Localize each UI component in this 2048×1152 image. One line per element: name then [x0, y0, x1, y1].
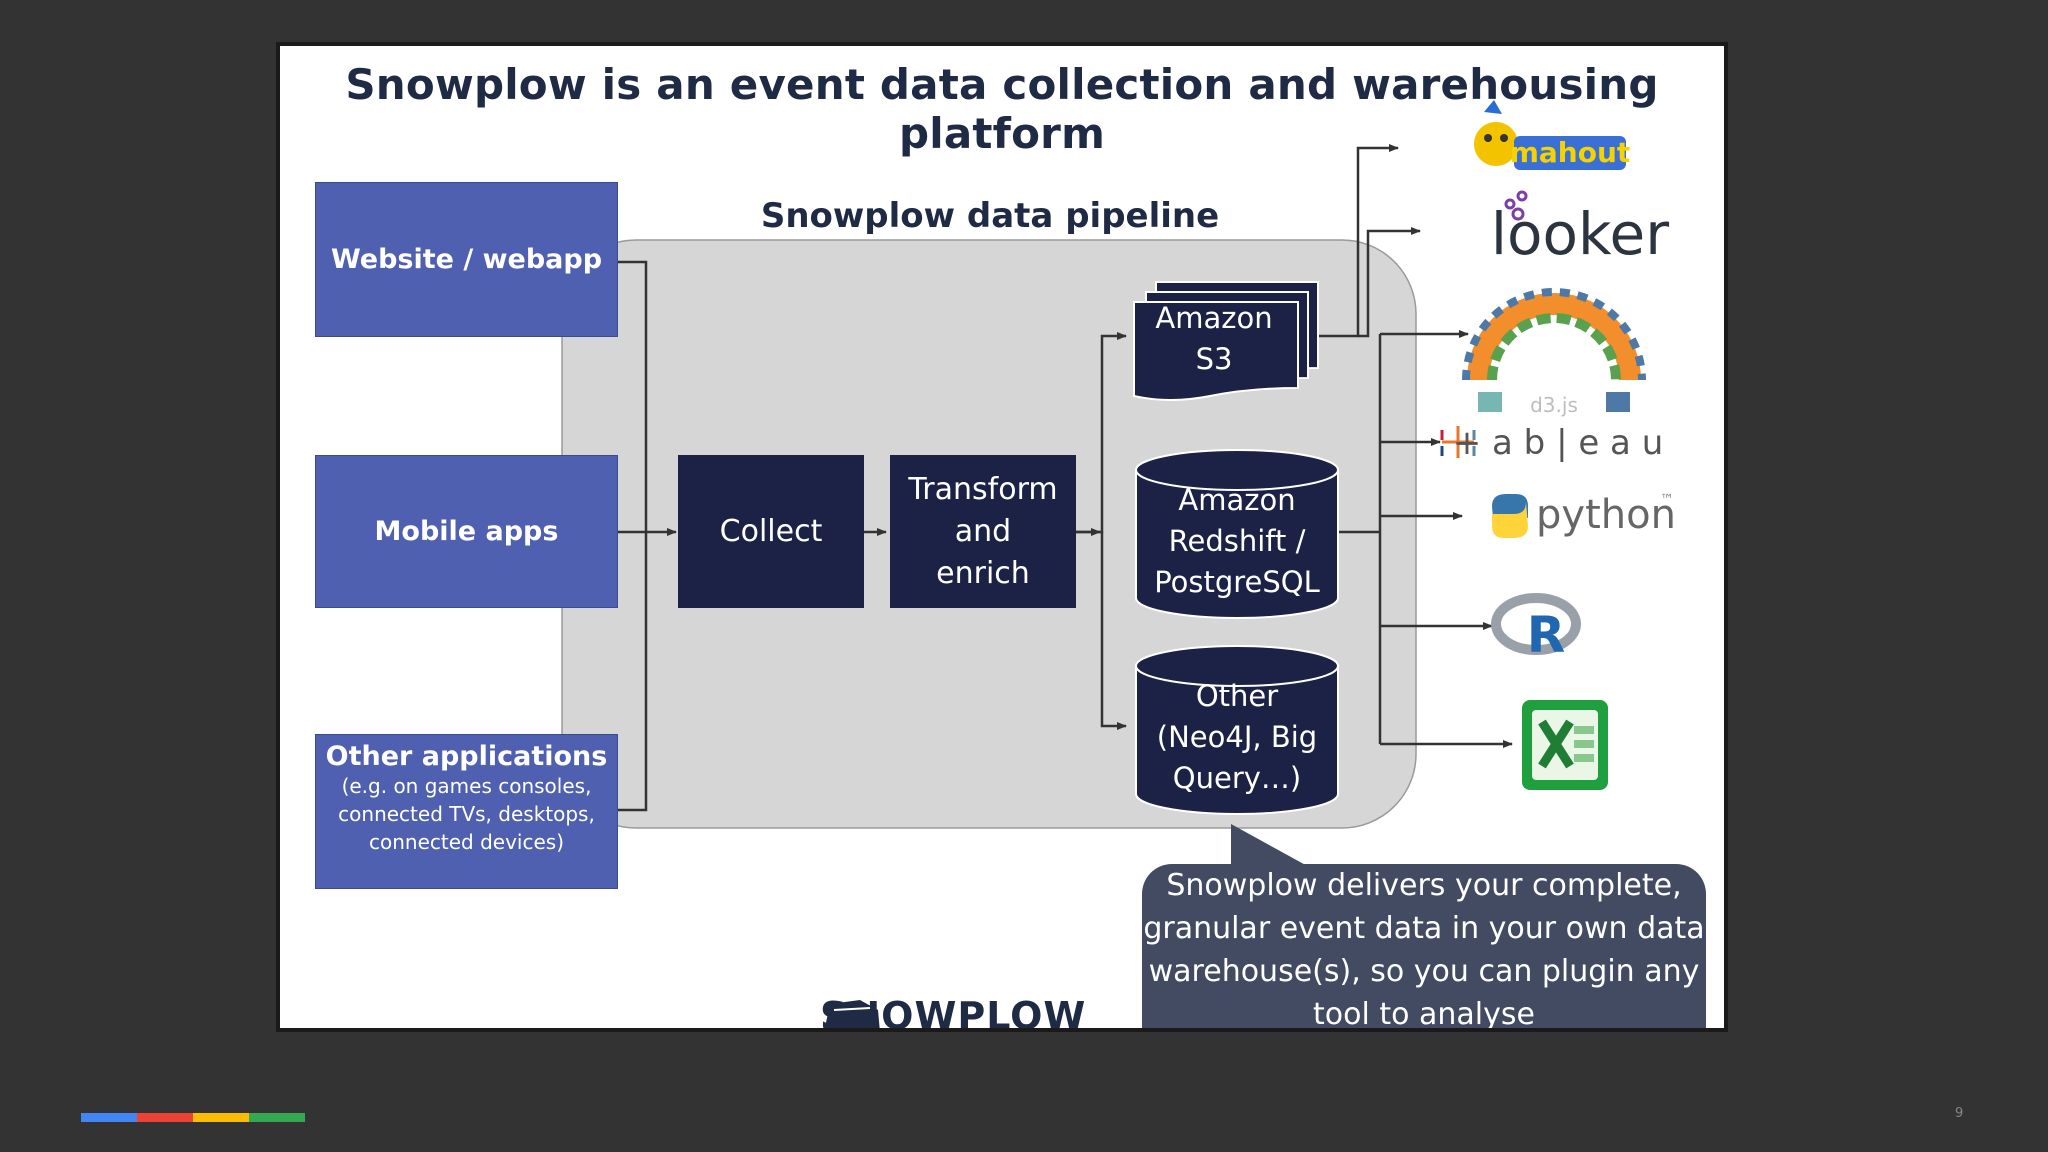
looker-logo: looker: [1491, 190, 1669, 268]
r-logo: R: [1491, 593, 1581, 664]
slide-title: Snowplow is an event data collection and…: [345, 60, 1659, 158]
collect-step-label: Collect: [719, 513, 823, 549]
bar-yellow: [193, 1113, 249, 1122]
d3-logo: d3.js: [1462, 288, 1646, 417]
svg-text:mahout: mahout: [1510, 136, 1631, 169]
transform-step: Transform and enrich: [890, 455, 1076, 608]
source-mobile: Mobile apps: [315, 455, 618, 608]
transform-step-label: Transform and enrich: [908, 471, 1058, 591]
source-other-label: Other applications: [325, 741, 608, 772]
pipeline-title: Snowplow data pipeline: [760, 196, 1220, 236]
collect-step: Collect: [678, 455, 864, 608]
svg-text:d3.js: d3.js: [1530, 393, 1578, 417]
tableau-logo: + a b | e a u: [1440, 423, 1664, 463]
redshift-cylinder: [1135, 449, 1339, 619]
source-other-description: (e.g. on games consoles, connected TVs, …: [338, 774, 595, 854]
callout-box: Snowplow delivers your complete, granula…: [1142, 864, 1706, 1032]
source-mobile-label: Mobile apps: [374, 516, 559, 547]
source-other: Other applications (e.g. on games consol…: [315, 734, 618, 889]
source-connectors: [618, 260, 1127, 812]
other-store-cylinder: [1135, 645, 1339, 815]
callout-text: Snowplow delivers your complete, granula…: [1143, 868, 1705, 1032]
python-logo: python ™: [1492, 492, 1676, 538]
source-website: Website / webapp: [315, 182, 618, 337]
page-number: 9: [1955, 1106, 1964, 1121]
source-website-label: Website / webapp: [330, 244, 603, 275]
slide: mahout looker d3.js: [276, 42, 1728, 1032]
bar-blue: [81, 1113, 137, 1122]
excel-logo: [1522, 700, 1608, 790]
callout-pointer: [1231, 824, 1311, 868]
other-store-label: Other (Neo4J, Big Query…): [1156, 679, 1318, 795]
svg-text:™: ™: [1660, 492, 1674, 508]
output-connectors: [1314, 144, 1513, 748]
redshift-label: Amazon Redshift / PostgreSQL: [1154, 483, 1320, 599]
bar-red: [137, 1113, 193, 1122]
snowplow-logo-icon: [824, 1000, 880, 1028]
svg-text:python: python: [1536, 492, 1676, 538]
google-color-bar: [81, 1113, 305, 1122]
bar-green: [249, 1113, 305, 1122]
s3-stack-shape: [1133, 281, 1319, 401]
svg-text:looker: looker: [1491, 200, 1669, 268]
svg-text:+ a b | e a u: + a b | e a u: [1453, 423, 1664, 463]
mahout-logo: mahout: [1474, 100, 1630, 170]
s3-label: Amazon S3: [1155, 301, 1273, 376]
svg-text:R: R: [1527, 606, 1566, 664]
snowplow-logo: SNOWPLOW: [820, 994, 1086, 1028]
